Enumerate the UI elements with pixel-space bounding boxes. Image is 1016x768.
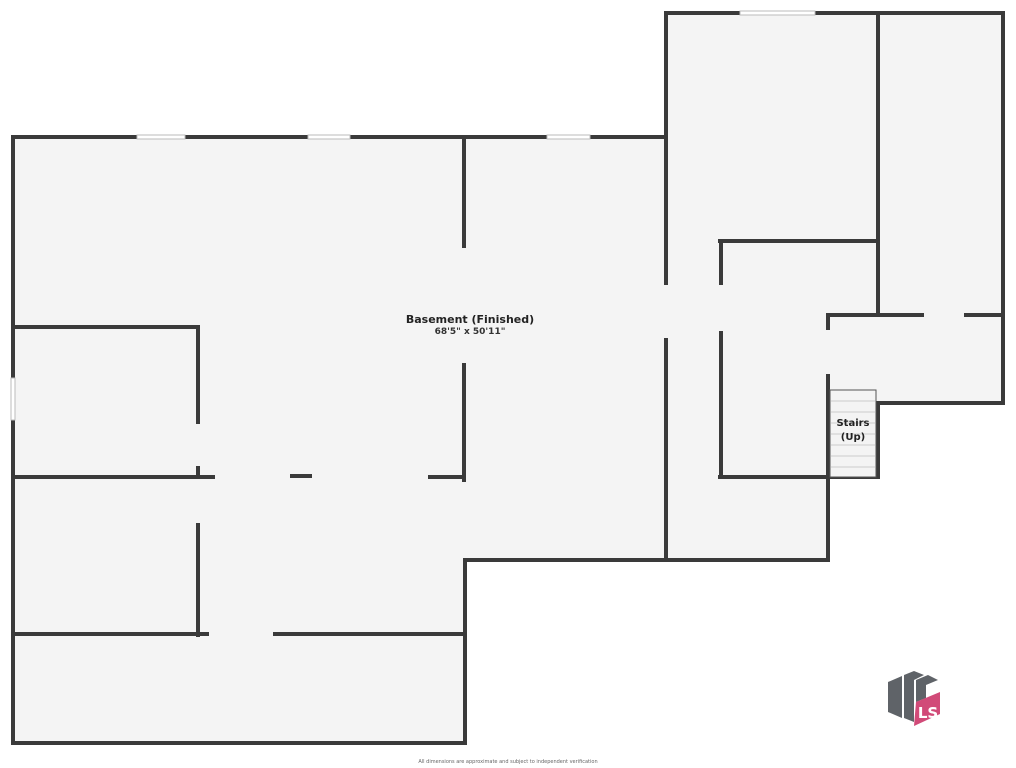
window <box>546 134 591 140</box>
room-name: Basement (Finished) <box>405 313 535 326</box>
stairs-line2: (Up) <box>840 432 866 443</box>
floor-area <box>13 13 1003 745</box>
walls <box>11 11 1005 745</box>
disclaimer: All dimensions are approximate and subje… <box>418 759 598 765</box>
stairs-label: Stairs (Up) <box>830 417 876 445</box>
room-label: Basement (Finished) 68'5" x 50'11" <box>370 313 570 337</box>
windows <box>10 10 816 421</box>
logo-text: LS <box>918 704 938 722</box>
room-dimensions: 68'5" x 50'11" <box>434 327 506 337</box>
stairs-graphic <box>829 389 877 478</box>
stairs-line1: Stairs <box>836 418 870 429</box>
window <box>10 377 16 421</box>
window <box>739 10 816 16</box>
window <box>307 134 351 140</box>
window <box>136 134 186 140</box>
logo-icon: LS <box>888 670 940 726</box>
